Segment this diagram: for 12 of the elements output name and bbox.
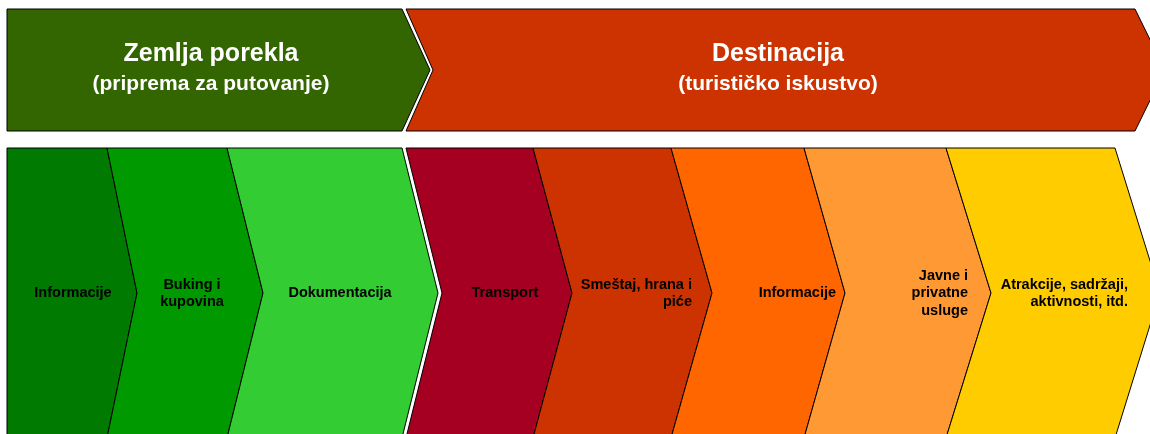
section-subheading: (priprema za putovanje)	[92, 69, 330, 96]
section-heading: Zemlja porekla	[123, 37, 299, 69]
step-label: Informacije	[757, 284, 836, 302]
section-heading: Destinacija	[712, 37, 844, 69]
step-label: Javne i privatne usluge	[910, 266, 968, 320]
step-label: Buking i kupovina	[159, 275, 225, 311]
step-label: Dokumentacija	[287, 284, 393, 302]
step-label: Smeštaj, hrana i piće	[580, 275, 692, 311]
step-label: Atrakcije, sadržaji, aktivnosti, itd.	[999, 275, 1128, 311]
step-label: Informacije	[33, 284, 113, 302]
step-label: Transport	[470, 284, 540, 302]
section-subheading: (turističko iskustvo)	[678, 69, 878, 96]
